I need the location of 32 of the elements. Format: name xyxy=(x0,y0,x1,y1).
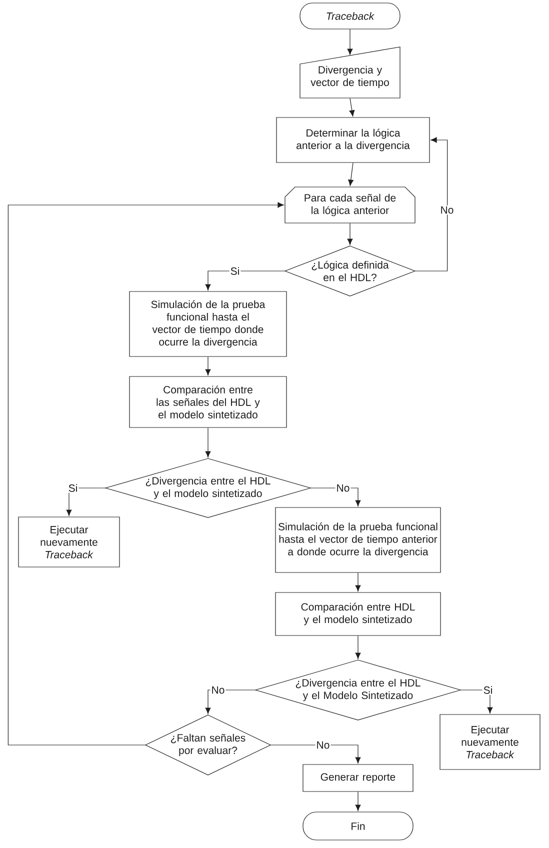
arrow xyxy=(355,572,361,592)
process-box: Comparación entre las señales del HDL y el modelo sintetizado xyxy=(129,376,287,428)
arrow xyxy=(347,29,353,55)
arrow xyxy=(8,202,284,746)
process-box: Simulación de la prueba funcional hasta el vector de tiempo donde ocurre la divergencia xyxy=(129,291,287,357)
arrow xyxy=(355,792,361,811)
edge-label: Si xyxy=(68,484,77,492)
process-box: Ejecutar nuevamente Traceback xyxy=(440,714,540,770)
edge-label: Si xyxy=(484,686,492,694)
arrow xyxy=(270,744,361,764)
arrow xyxy=(347,223,353,245)
arrow xyxy=(460,690,493,714)
arrow xyxy=(415,137,448,272)
edge-label: No xyxy=(212,686,224,694)
edge-label: Si xyxy=(230,267,239,275)
edge-label: No xyxy=(441,206,454,214)
process-box: Simulación de la prueba funcional hasta el vector de tiempo anterior a donde ocurre la divergencia xyxy=(275,507,441,573)
edge-label: No xyxy=(317,741,330,749)
arrow xyxy=(66,488,106,516)
edge-label: No xyxy=(337,484,350,492)
arrow xyxy=(205,428,211,458)
process-box: Ejecutar nuevamente Traceback xyxy=(18,516,120,568)
process-box: Determinar la lógica anterior a la divergencia xyxy=(276,117,430,163)
arrow xyxy=(205,356,211,376)
process-box: Comparación entre HDL y el modelo sintetizado xyxy=(275,592,441,636)
arrow xyxy=(348,162,354,186)
arrow xyxy=(205,690,256,714)
arrow xyxy=(355,636,361,659)
arrow xyxy=(205,270,285,290)
arrow xyxy=(349,98,355,116)
process-box: Generar reporte xyxy=(302,764,414,792)
arrow xyxy=(310,488,361,506)
